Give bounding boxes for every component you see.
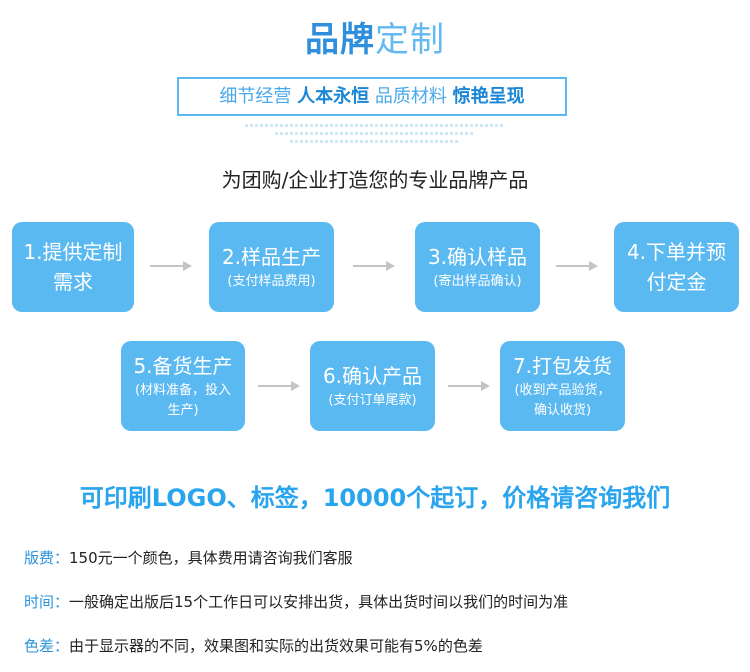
step-box-6: 6.确认产品 (支付订单尾款): [310, 341, 435, 431]
step-box-2: 2.样品生产 (支付样品费用): [209, 222, 334, 312]
info-label: 时间：: [24, 593, 70, 611]
step-box-1: 1.提供定制需求: [12, 222, 134, 312]
step-note: (支付样品费用): [227, 274, 316, 289]
step-title: 3.确认样品: [427, 245, 528, 269]
info-row-plate-fee: 版费：150元一个颜色，具体费用请咨询我们客服: [24, 546, 353, 570]
subtitle: 为团购/企业打造您的专业品牌产品: [221, 168, 529, 192]
info-row-time: 时间：一般确定出版后15个工作日可以安排出货，具体出货时间以我们的时间为准: [24, 590, 568, 614]
info-label: 色差：: [24, 637, 70, 655]
info-label: 版费：: [24, 549, 70, 567]
page-title: 品牌定制: [0, 18, 750, 62]
title-custom: 定制: [375, 20, 445, 60]
tagline-part-3: 品质材料: [374, 86, 447, 107]
step-box-5: 5.备货生产 (材料准备，投入生产): [121, 341, 245, 431]
info-text: 150元一个颜色，具体费用请咨询我们客服: [69, 549, 353, 567]
step-title: 4.下单并预付定金: [626, 240, 727, 294]
step-title: 1.提供定制需求: [23, 240, 123, 294]
arrow-right-icon: [556, 261, 598, 271]
info-row-color-diff: 色差：由于显示器的不同，效果图和实际的出货效果可能有5%的色差: [24, 634, 483, 658]
arrow-right-icon: [353, 261, 395, 271]
fine-print-line: [275, 132, 475, 135]
step-title: 6.确认产品: [322, 364, 423, 388]
step-title: 7.打包发货: [512, 354, 613, 378]
step-box-4: 4.下单并预付定金: [614, 222, 739, 312]
arrow-right-icon: [150, 261, 192, 271]
tagline-part-1: 细节经营: [219, 86, 292, 107]
decorative-fine-print: [225, 124, 525, 152]
step-note: (收到产品验货，确认收货): [514, 383, 611, 418]
title-brand: 品牌: [305, 20, 375, 60]
step-box-7: 7.打包发货 (收到产品验货，确认收货): [500, 341, 625, 431]
arrow-right-icon: [258, 381, 300, 391]
tagline-part-4: 惊艳呈现: [452, 86, 525, 107]
step-note: (支付订单尾款): [328, 393, 417, 408]
info-text: 由于显示器的不同，效果图和实际的出货效果可能有5%的色差: [69, 637, 483, 655]
step-note: (寄出样品确认): [433, 274, 522, 289]
headline: 可印刷LOGO、标签，10000个起订，价格请咨询我们: [79, 484, 671, 512]
step-box-3: 3.确认样品 (寄出样品确认): [415, 222, 540, 312]
fine-print-line: [290, 140, 460, 143]
info-text: 一般确定出版后15个工作日可以安排出货，具体出货时间以我们的时间为准: [69, 593, 569, 611]
step-title: 5.备货生产: [133, 354, 233, 378]
tagline-box: 细节经营 人本永恒 品质材料 惊艳呈现: [177, 77, 567, 116]
step-title: 2.样品生产: [221, 245, 322, 269]
fine-print-line: [245, 124, 505, 127]
arrow-right-icon: [448, 381, 490, 391]
step-note: (材料准备，投入生产): [134, 383, 232, 418]
tagline-part-2: 人本永恒: [297, 86, 370, 107]
